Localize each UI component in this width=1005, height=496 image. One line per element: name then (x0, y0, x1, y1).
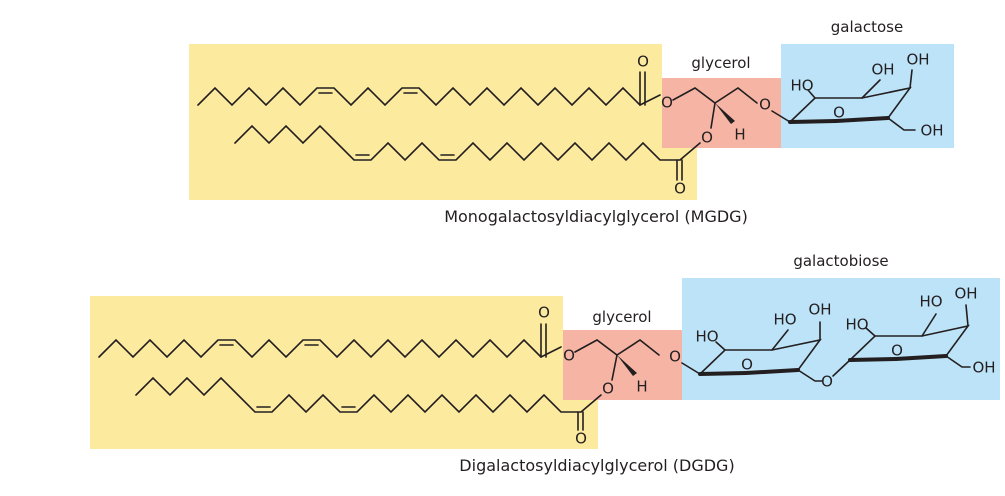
mgdg-ring-o: O (833, 104, 845, 122)
mgdg-lower-acyl-chain (234, 124, 681, 162)
mgdg-ho-label: HO (790, 77, 813, 95)
dgdg-upper-acyl-chain (98, 338, 542, 359)
dgdg-interglycosidic-bond (832, 359, 851, 377)
dgdg-ring-1-front-2 (744, 368, 800, 375)
dgdg-galactobiose-label: galactobiose (793, 252, 888, 270)
mgdg-glycosidic-o: O (759, 96, 771, 114)
dgdg-upper-ester-o: O (563, 347, 575, 365)
dgdg-ring-1-o: O (741, 356, 753, 374)
mgdg-upper-ester-bond (639, 94, 661, 106)
mgdg-lower-carbonyl-o: O (674, 180, 686, 198)
mgdg-structure: O O O O H O HO OH OH OH O glycerol galac… (189, 18, 954, 226)
dgdg-ring-2-oh-3: OH (972, 359, 995, 377)
dgdg-interglycosidic-o: O (821, 373, 833, 391)
dgdg-glycerol-label: glycerol (592, 308, 651, 326)
dgdg-ring-1-ho: HO (695, 328, 718, 346)
mgdg-galactose-ch2oh (887, 117, 916, 131)
mgdg-oh-label-3: OH (920, 122, 943, 140)
dgdg-ring-1-oh3 (771, 329, 789, 351)
dgdg-ring-2-front-2 (894, 354, 948, 361)
dgdg-glycerol-c2-o (611, 354, 618, 381)
mgdg-galactose-region (781, 44, 954, 148)
mgdg-oh-label-1: OH (871, 61, 894, 79)
mgdg-caption: Monogalactosyldiacylglycerol (MGDG) (444, 207, 748, 226)
dgdg-lower-ester-o: O (602, 380, 614, 398)
dgdg-upper-carbonyl-o: O (538, 304, 550, 322)
dgdg-ring-2-oh2 (965, 304, 969, 327)
mgdg-galactose-oh2 (909, 69, 913, 89)
dgdg-ring-2-c6 (945, 355, 971, 368)
dgdg-ring-1-oh: OH (808, 301, 831, 319)
dgdg-ring-1-c6 (797, 369, 823, 382)
dgdg-lower-ester-bond (580, 394, 602, 413)
dgdg-ring-2-o: O (891, 342, 903, 360)
mgdg-galactose-ring-front (788, 119, 838, 124)
dgdg-upper-ester-bond (540, 346, 562, 358)
dgdg-lower-carbonyl-o: O (575, 430, 587, 448)
mgdg-glycerol-c2-o (710, 102, 716, 129)
mgdg-lower-ester-bond (679, 142, 701, 161)
dgdg-ring-1-ho-2: HO (773, 311, 796, 329)
mgdg-glycerol-h: H (734, 126, 745, 144)
mgdg-oh-label-2: OH (906, 51, 929, 69)
mgdg-fatty-acid-region-lower (189, 126, 697, 200)
dgdg-ring-2-oh4 (865, 327, 876, 337)
dgdg-ring-2-front (848, 357, 898, 362)
dgdg-ring-2-ho-2: HO (919, 293, 942, 311)
mgdg-upper-ester-o: O (661, 94, 673, 112)
mgdg-galactose-oh3 (861, 79, 881, 99)
mgdg-galactose-label: galactose (831, 18, 903, 36)
dgdg-caption: Digalactosyldiacylglycerol (DGDG) (459, 456, 734, 475)
dgdg-galactobiose-region (682, 278, 1000, 400)
mgdg-upper-carbonyl-o: O (637, 53, 649, 71)
mgdg-glycosidic-bond (771, 110, 791, 123)
mgdg-galactose-oh4 (807, 89, 816, 99)
dgdg-glycerol-stereo-wedge (617, 355, 637, 376)
mgdg-glycerol-label: glycerol (691, 54, 750, 72)
dgdg-fatty-acid-region-lower (90, 380, 598, 449)
dgdg-ring-2-ho: HO (845, 316, 868, 334)
mgdg-glycerol-stereo-wedge (715, 103, 735, 124)
dgdg-structure: O O O O H O HO HO OH O O HO HO OH (90, 252, 1000, 475)
dgdg-glycosidic-o: O (669, 348, 681, 366)
dgdg-ring-1-oh4 (715, 341, 726, 351)
mgdg-lower-ester-o: O (701, 129, 713, 147)
mgdg-galactose-ring-front-2 (834, 116, 890, 123)
dgdg-glycosidic-bond (681, 362, 701, 375)
mgdg-upper-acyl-chain (197, 86, 641, 107)
dgdg-glycerol-region (563, 330, 682, 400)
dgdg-glycerol-h: H (636, 378, 647, 396)
dgdg-ring-2-oh3 (921, 313, 937, 337)
dgdg-ring-2-oh: OH (954, 285, 977, 303)
dgdg-ring-1-front (698, 371, 748, 376)
mgdg-glycerol-region (662, 78, 781, 148)
dgdg-lower-acyl-chain (135, 376, 582, 414)
